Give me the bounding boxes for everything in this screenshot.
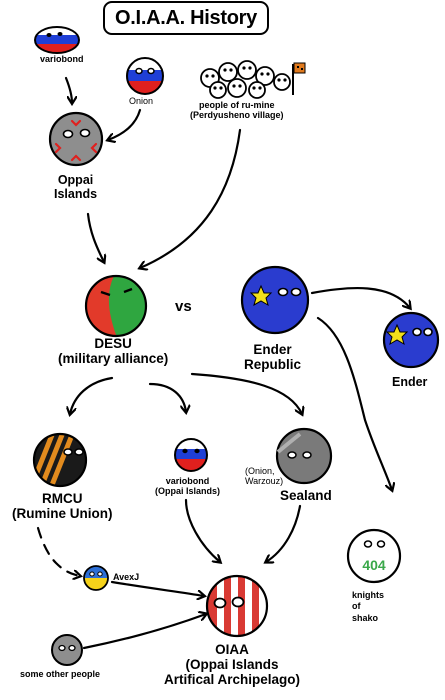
page-title: O.I.A.A. History [115,6,257,29]
arrow-variobond-to-oppai [64,76,72,103]
people-of-ru-mine-group [200,60,291,99]
oiaa-label: OIAA (Oppai Islands Artifical Archipelag… [164,642,301,687]
arrow-onion-to-oppai [108,108,142,140]
avexj-label: AvexJ [113,572,140,582]
arrow-oppai-to-desu [86,212,104,262]
ender-label: Ender [392,375,428,389]
village-flag-icon [292,62,306,95]
oppai-islands-ball [48,111,104,167]
some-other-people-label: some other people [20,669,101,679]
arrow-people-to-desu [140,128,242,268]
knights-of-shako-ball: 404 [346,528,402,584]
sealand-ball [275,427,333,485]
arrow-rmcu-to-avexj [36,526,80,576]
avexj-ball [83,565,109,591]
variobond-ball [34,26,80,54]
variobond-oppai-ball [174,438,208,472]
arrow-desu-to-rmcu [70,376,114,414]
arrow-ender-republic-to-knights [316,316,392,490]
desu-label: DESU (military alliance) [58,336,169,366]
oppai-islands-label: Oppai Islands [54,173,98,201]
arrow-desu-to-sealand [190,372,302,414]
arrow-ender-republic-to-ender [310,287,410,308]
rmcu-label: RMCU (Rumine Union) [12,491,113,521]
title-box: O.I.A.A. History [103,1,269,35]
ender-republic-label: Ender Republic [244,342,302,372]
arrow-variobond-oppai-to-oiaa [184,498,220,562]
vs-label: vs [175,298,192,315]
ender-ball [382,311,440,369]
arrow-desu-to-variobond-oppai [148,382,186,412]
arrow-other-people-to-oiaa [82,614,206,650]
variobond-oppai-label: variobond (Oppai Islands) [155,476,221,496]
oiaa-ball [205,574,269,638]
arrow-sealand-to-oiaa [266,504,302,562]
knights-404-text: 404 [362,557,386,573]
some-other-people-ball [51,634,83,666]
sealand-label: Sealand [280,488,332,503]
desu-ball [84,274,148,338]
rmcu-ball [32,432,88,488]
variobond-label: variobond [40,54,84,64]
people-of-ru-mine-label: people of ru-mine (Perdyusheno village) [190,100,284,120]
arrow-avexj-to-oiaa [110,580,204,596]
onion-ball [126,57,164,95]
ender-republic-ball [240,265,310,335]
onion-label: Onion [129,96,154,106]
knights-of-shako-label: knights of shako [352,590,385,623]
sealand-note-label: (Onion, Warzouz) [245,466,284,486]
